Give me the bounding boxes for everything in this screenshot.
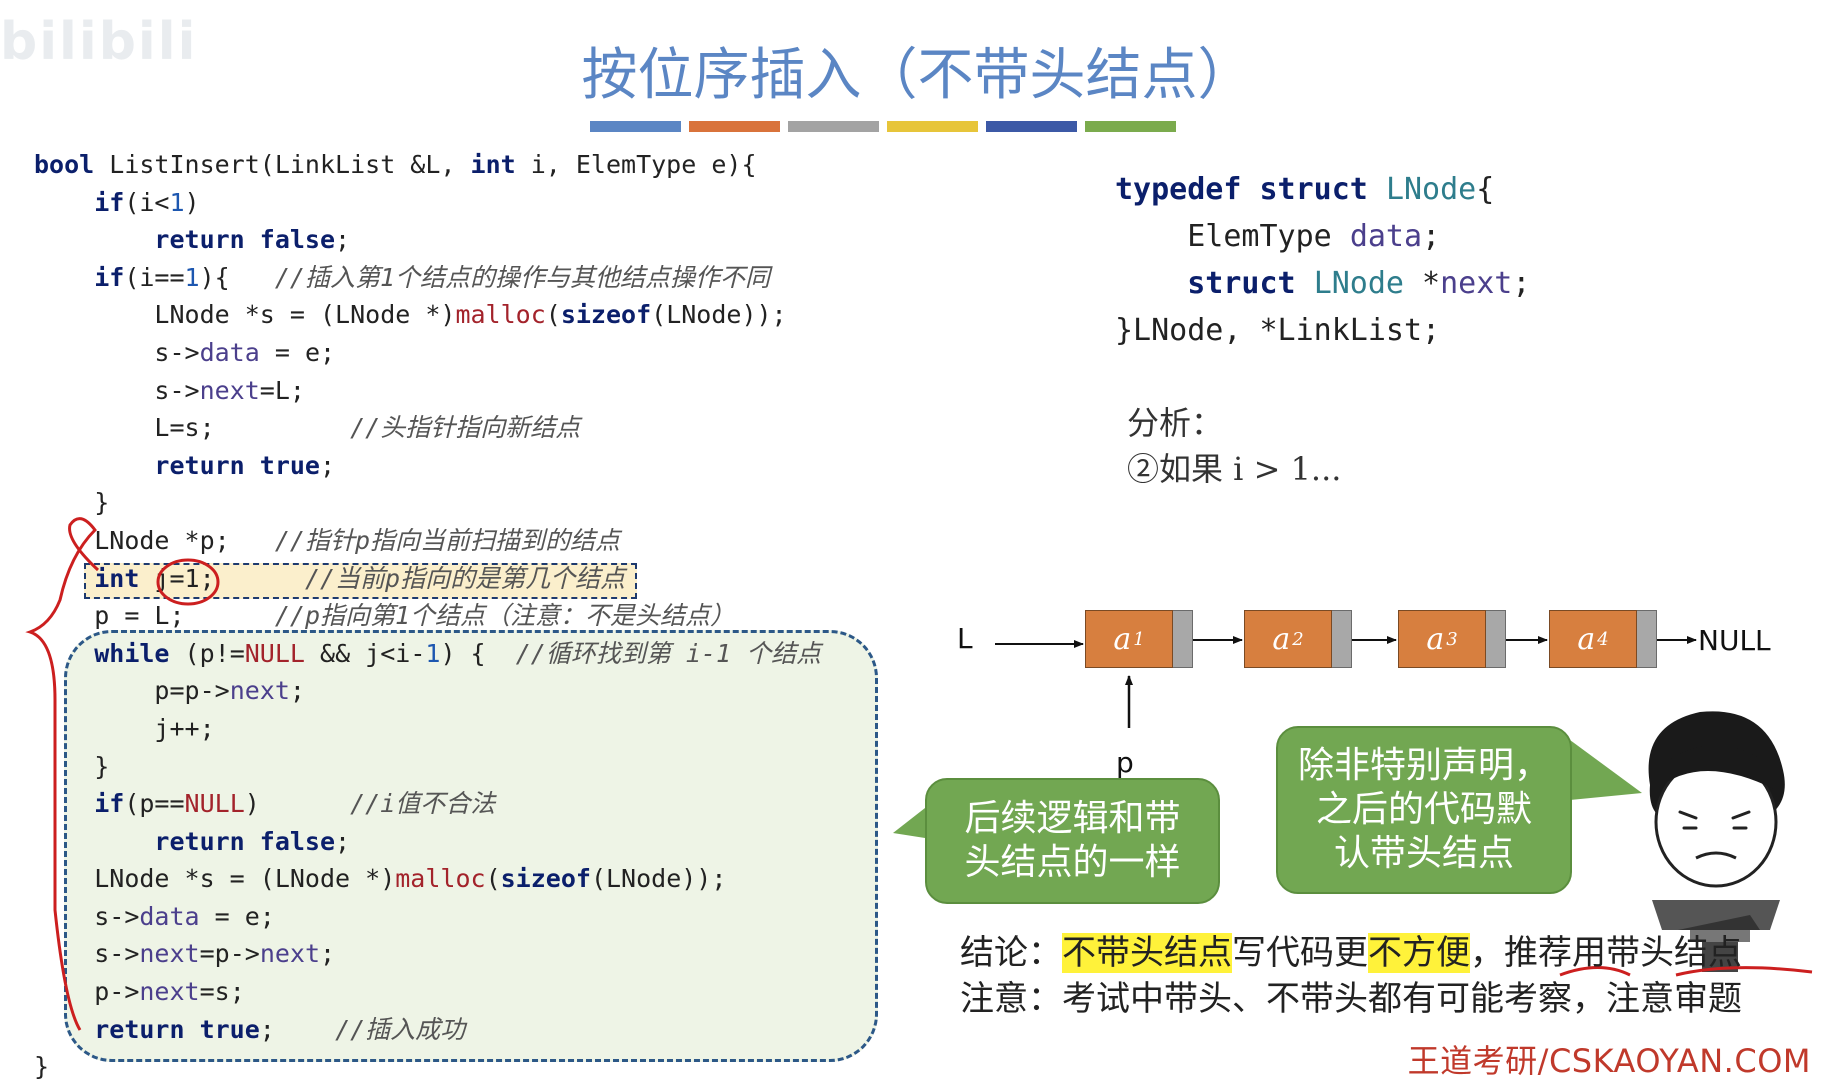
scan-pointer-label: p [1116, 746, 1134, 779]
code-block: bool ListInsert(LinkList &L, int i, Elem… [34, 146, 821, 1086]
brace-annotation [25, 517, 100, 1031]
node-pointer-field [1637, 610, 1657, 668]
code-line-21: s->data = e; [94, 901, 275, 931]
code-line-2: if(i<1) [94, 187, 200, 217]
title-bar-4 [887, 121, 978, 132]
code-line-9: return true; [154, 450, 336, 480]
code-line-13: p = L; //p指向第1个结点（注意：不是头结点） [94, 601, 736, 631]
code-line-5: LNode *s = (LNode *)malloc(sizeof(LNode)… [154, 300, 787, 330]
code-line-25: } [34, 1052, 50, 1082]
code-line-22: s->next=p->next; [94, 939, 336, 969]
struct-line-4: }LNode, *LinkList; [1115, 313, 1441, 348]
code-line-3: return false; [154, 225, 351, 255]
code-line-23: p->next=s; [94, 977, 245, 1007]
struct-line-3: struct LNode *next; [1187, 266, 1531, 301]
code-line-6: s->data = e; [154, 337, 336, 367]
bubble2-tail [1570, 740, 1642, 800]
node-pointer-field [1332, 610, 1352, 668]
counter-highlight-box [84, 563, 637, 599]
code-line-14: while (p!=NULL && j<i-1) { //循环找到第 i-1 个… [94, 638, 822, 668]
underline-with-head [1675, 966, 1813, 977]
title-bar-1 [590, 121, 681, 132]
underline-recommend [1559, 966, 1631, 977]
struct-definition: typedef struct LNode{ ElemType data; str… [1115, 166, 1530, 354]
meme-face-icon [1648, 711, 1785, 972]
footer-brand: 王道考研/CSKAOYAN.COM [1407, 1042, 1811, 1080]
analysis-case: ②如果 i > 1... [1127, 450, 1342, 488]
struct-line-2: ElemType data; [1187, 219, 1441, 254]
struct-line-1: typedef struct LNode{ [1115, 172, 1495, 207]
code-line-12: int j=1; //当前p指向的是第几个结点 [94, 563, 626, 593]
head-pointer-label: L [957, 622, 973, 655]
conclusion-line: 结论：不带头结点写代码更不方便，推荐用带头结点 [960, 933, 1742, 973]
general-case-box [64, 630, 878, 1062]
code-line-16: j++; [154, 713, 215, 743]
code-line-1: bool ListInsert(LinkList &L, int i, Elem… [34, 150, 757, 179]
code-line-20: LNode *s = (LNode *)malloc(sizeof(LNode)… [94, 864, 727, 894]
conclusion-block: 结论：不带头结点写代码更不方便，推荐用带头结点 注意：考试中带头、不带头都有可能… [960, 930, 1742, 1022]
bubble1-tail [893, 808, 925, 838]
code-line-24: return true; //插入成功 [94, 1014, 466, 1044]
code-line-17: } [94, 751, 110, 781]
circle-annotation [156, 558, 220, 606]
code-line-19: return false; [154, 826, 351, 856]
title-bar-2 [689, 121, 780, 132]
callout-default-head: 除非特别声明， 之后的代码默 认带头结点 [1276, 726, 1572, 894]
page-title: 按位序插入（不带头结点） [581, 43, 1254, 108]
analysis-text: 分析： ②如果 i > 1... [1127, 400, 1341, 492]
title-bar-3 [788, 121, 879, 132]
title-bar-5 [986, 121, 1077, 132]
analysis-label: 分析： [1127, 404, 1224, 442]
callout-same-logic: 后续逻辑和带 头结点的一样 [925, 778, 1220, 904]
code-line-11: LNode *p; //指针p指向当前扫描到的结点 [94, 525, 620, 555]
note-line: 注意：考试中带头、不带头都有可能考察，注意审题 [960, 979, 1742, 1019]
code-line-15: p=p->next; [154, 676, 305, 706]
node-pointer-field [1486, 610, 1506, 668]
title-color-bars [590, 121, 1176, 132]
node-pointer-field [1173, 610, 1193, 668]
annotation-marks [25, 517, 1813, 1031]
code-line-18: if(p==NULL) //i值不合法 [94, 789, 496, 819]
title-bar-6 [1085, 121, 1176, 132]
null-label: NULL [1698, 624, 1771, 657]
code-line-7: s->next=L; [154, 375, 305, 405]
bilibili-watermark: bilibili [0, 12, 198, 72]
code-line-8: L=s; //头指针指向新结点 [154, 413, 581, 443]
code-line-4: if(i==1){ //插入第1个结点的操作与其他结点操作不同 [94, 262, 771, 292]
code-line-10: } [94, 488, 110, 518]
